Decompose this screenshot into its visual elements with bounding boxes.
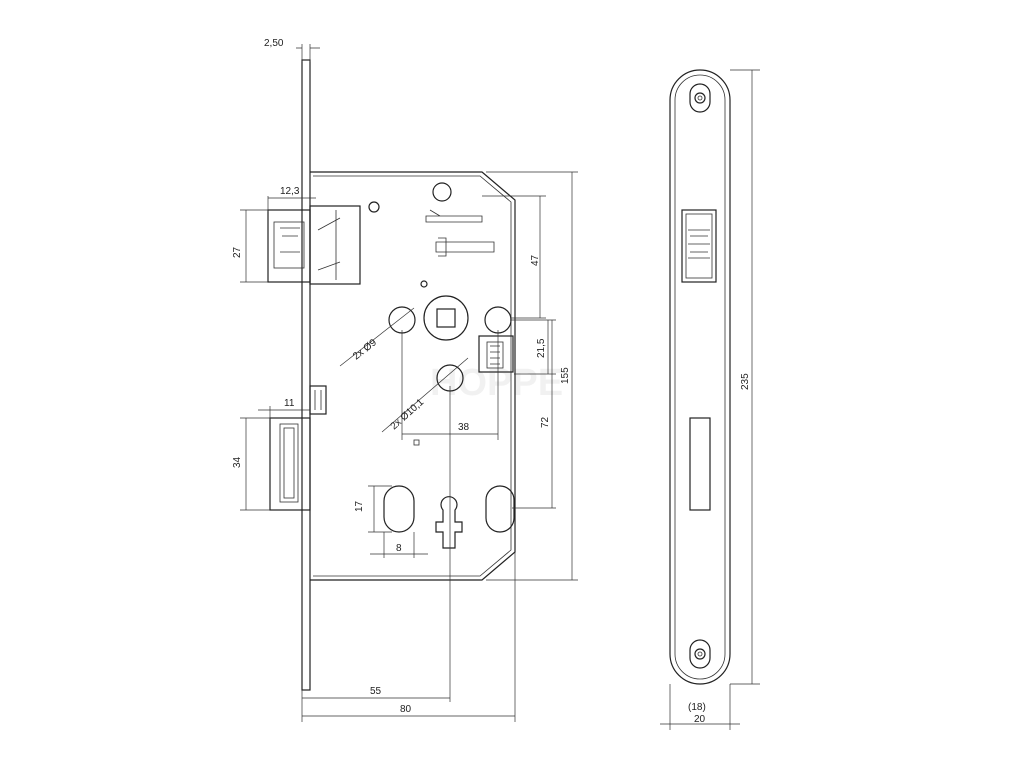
faceplate-front-view: [669, 69, 731, 685]
dim-follower-top: 47: [530, 254, 541, 266]
screw-hole-right: [484, 306, 512, 334]
dim-faceplate-thickness: 2,50: [264, 38, 284, 49]
dim-case-depth: 80: [400, 704, 412, 715]
dim-small-offset: 21,5: [536, 338, 547, 358]
slot-right: [485, 485, 515, 533]
dim-faceplate-length: 235: [740, 373, 751, 390]
keyhole: [435, 496, 463, 549]
dim-hole-spacing: 38: [458, 422, 470, 433]
small-pin: [420, 280, 428, 288]
dim-latch-height: 27: [232, 246, 243, 258]
pin-hole: [368, 201, 380, 213]
watermark: HOPPE: [430, 362, 563, 404]
faceplate-side: [301, 59, 311, 691]
dim-deadbolt-projection: 11: [284, 398, 295, 409]
deadbolt: [269, 385, 327, 511]
lock-case: [310, 171, 516, 581]
dim-deadbolt-height: 34: [232, 456, 243, 468]
dim-faceplate-inner-width: (18): [688, 702, 706, 713]
screw-bottom-icon: [689, 639, 711, 669]
screw-top-icon: [689, 83, 711, 113]
deadbolt-opening: [689, 417, 711, 511]
top-hole: [432, 182, 452, 202]
dim-latch-projection: 12,3: [280, 186, 300, 197]
dim-follower-hole: 2x Ø9: [351, 337, 379, 362]
dim-slot-height: 17: [354, 500, 365, 512]
slot-left: [383, 485, 415, 533]
dim-slot-width: 8: [396, 543, 402, 554]
dim-backset: 55: [370, 686, 382, 697]
follower: [423, 295, 469, 341]
screw-hole-left: [388, 306, 416, 334]
dim-keyhole-distance: 72: [540, 416, 551, 428]
dim-faceplate-width: 20: [694, 714, 706, 725]
dim-cylinder-hole: 2x Ø10,1: [389, 397, 427, 433]
latch-bolt: [267, 205, 361, 285]
lock-body-view: [267, 59, 516, 691]
dim-case-height: 155: [560, 367, 571, 384]
faceplate-dimensions: 235 (18) 20: [660, 69, 760, 730]
latch-opening: [681, 209, 717, 283]
latch-indicator: [478, 335, 514, 373]
faceplate-front: [669, 69, 731, 685]
